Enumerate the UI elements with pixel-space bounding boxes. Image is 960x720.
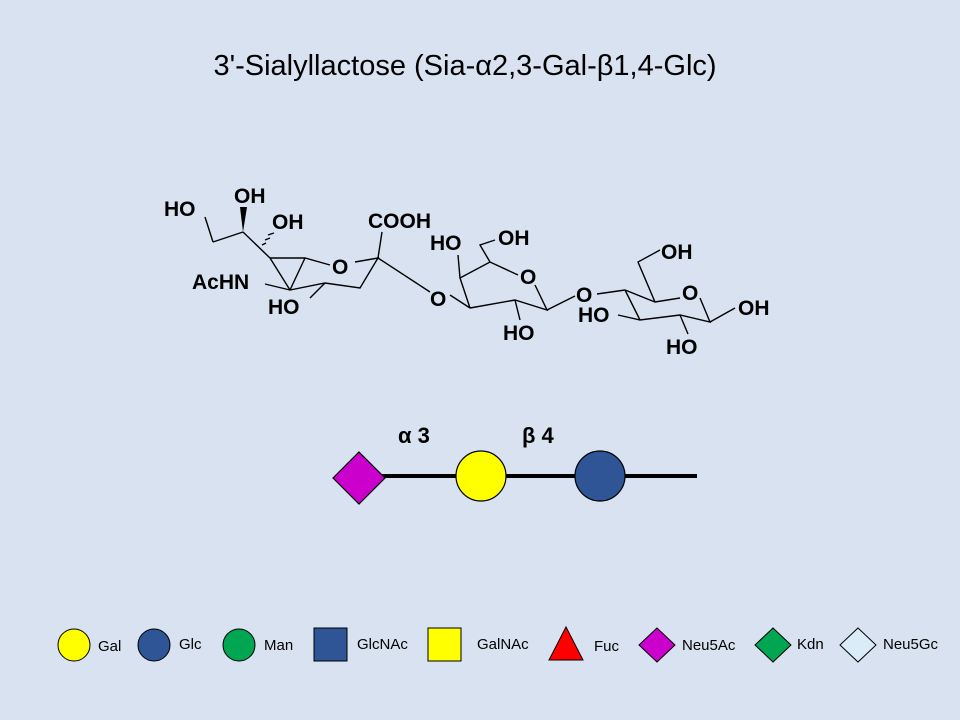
gal-legend-icon: [57, 628, 91, 662]
glycosidic-oxygen-1: O: [430, 288, 446, 311]
bond: [269, 257, 380, 291]
legend-label-kdn: Kdn: [797, 636, 824, 653]
atom-label-ho: HO: [164, 198, 196, 221]
atom-label-ho: HO: [503, 322, 535, 345]
bond: [457, 254, 461, 279]
ring-oxygen-glc: O: [682, 282, 698, 305]
kdn-legend-icon: [754, 627, 792, 663]
legend-label-man: Man: [264, 637, 293, 654]
atom-label-oh: OH: [234, 185, 266, 208]
bond: [469, 284, 549, 312]
bond: [596, 289, 681, 303]
linkage-label-beta4: β 4: [522, 423, 555, 448]
bond: [204, 216, 214, 243]
ring-oxygen-gal: O: [520, 266, 536, 289]
atom-label-oh: OH: [661, 241, 693, 264]
bond: [264, 283, 291, 291]
legend-label-galnac: GalNAc: [477, 636, 529, 653]
bond: [679, 314, 689, 335]
neu5gc-legend-icon: [839, 627, 877, 663]
bond: [478, 239, 496, 263]
atom-label-oh: OH: [272, 211, 304, 234]
linkage-label-alpha3: α 3: [398, 423, 430, 448]
glycosidic-oxygen-2: O: [576, 284, 592, 307]
bond: [617, 314, 641, 321]
legend-label-gal: Gal: [98, 638, 121, 655]
bond: [459, 261, 519, 309]
legend-label-fuc: Fuc: [594, 638, 620, 655]
legend-label-neu5ac: Neu5Ac: [682, 637, 736, 654]
bond: [449, 294, 471, 309]
atom-label-oh: OH: [498, 227, 530, 250]
legend-label-glc: Glc: [179, 636, 202, 653]
legend: Gal Glc Man GlcNAc GalNAc Fuc Neu5Ac Kdn…: [57, 625, 939, 663]
symbol-chain: α 3 β 4: [332, 423, 697, 505]
neu5ac-legend-icon: [638, 627, 676, 663]
bond: [514, 299, 521, 321]
bond: [377, 257, 431, 293]
neu5ac-diamond-icon: [332, 451, 386, 505]
bond: [289, 257, 306, 291]
atom-label-ho: HO: [430, 232, 462, 255]
bond: [270, 257, 331, 266]
bond: [546, 295, 576, 311]
atom-label-ho: HO: [578, 304, 610, 327]
atom-label-ho: HO: [666, 336, 698, 359]
chemical-structure: HO OH OH COOH AcHN O HO O HO OH O HO O H…: [164, 185, 770, 359]
legend-label-glcnac: GlcNAc: [357, 636, 408, 653]
legend-label-neu5gc: Neu5Gc: [883, 636, 939, 653]
glcnac-legend-icon: [313, 627, 348, 662]
glc-circle-icon: [574, 450, 626, 502]
hashed-bond: [261, 232, 275, 246]
man-legend-icon: [222, 628, 256, 662]
bond: [637, 249, 661, 303]
atom-label-oh: OH: [738, 297, 770, 320]
bond: [242, 231, 271, 259]
bond: [212, 231, 244, 243]
bond: [377, 231, 383, 259]
wedge-bond: [240, 207, 247, 232]
atom-label-achn: AcHN: [192, 271, 249, 294]
bond: [309, 282, 326, 299]
ring-oxygen-sia: O: [332, 256, 348, 279]
fuc-legend-icon: [548, 625, 584, 661]
galnac-legend-icon: [427, 627, 462, 662]
glc-legend-icon: [137, 628, 171, 662]
gal-circle-icon: [455, 450, 507, 502]
atom-label-ho: HO: [268, 296, 300, 319]
atom-label-cooh: COOH: [368, 210, 431, 233]
slide-title: 3'-Sialyllactose (Sia-α2,3-Gal-β1,4-Glc): [213, 50, 717, 82]
bond: [709, 307, 736, 323]
